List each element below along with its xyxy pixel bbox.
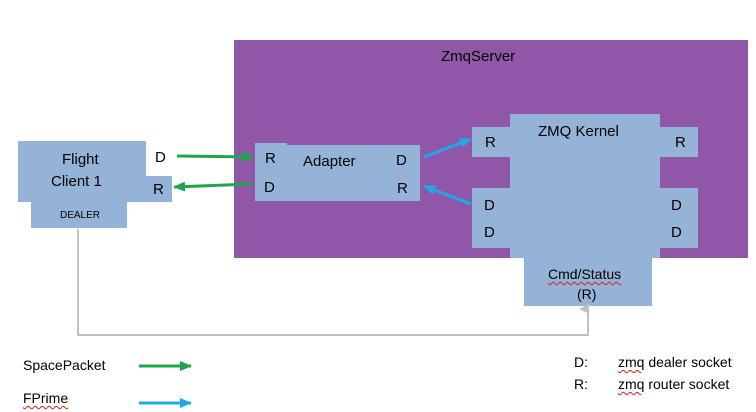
legend-fprime-label: FPrime [23,390,68,406]
kernel-port-r-right [660,127,698,157]
adapter-port-left-top: R [265,150,276,167]
kernel-port-d-right [660,188,698,248]
cmd-status-line1: Cmd/Status [548,266,621,282]
legend-fprime-text: FPrime [23,390,69,406]
zmq-server-title: ZmqServer [441,48,516,65]
flight-client-dealer-strip [31,202,127,228]
kernel-port-right-top: R [675,134,686,151]
key-r-word: zmq [618,376,645,392]
flight-client-line1: Flight [62,151,99,168]
kernel-port-left-d1: D [484,197,495,214]
adapter-body [287,145,420,201]
key-r-rest: router socket [644,376,730,392]
key-d-description: zmq dealer socket [618,354,732,370]
flight-client-port-d-label: D [155,149,166,166]
adapter-name: Adapter [303,153,356,170]
adapter-port-right-top: D [396,152,407,169]
kernel-port-left-d2: D [484,224,495,241]
legend-spacepacket-label: SpacePacket [23,357,106,373]
adapter-port-left-bottom: D [264,179,275,196]
key-d-rest: dealer socket [644,354,732,370]
cmd-status-line2: (R) [577,286,597,302]
flight-client-port-r [146,176,172,202]
kernel-name: ZMQ Kernel [538,123,619,140]
key-d-word: zmq [618,354,645,370]
kernel-port-r-left [472,127,510,157]
key-r-letter: R: [574,376,588,392]
cmd-status-text: Cmd/Status [548,266,622,282]
key-r-description: zmq router socket [618,376,729,392]
adapter-port-right-bottom: R [397,180,408,197]
kernel-port-left-top: R [485,134,496,151]
kernel-port-right-d1: D [671,197,682,214]
flight-client-line2: Client 1 [51,173,102,190]
flight-client-body [18,141,146,202]
flight-client-socket-label: DEALER [60,210,101,221]
key-d-letter: D: [574,354,588,370]
adapter-left-ports [255,143,287,201]
kernel-port-right-d2: D [671,224,682,241]
flight-client-port-r-label: R [153,181,164,198]
